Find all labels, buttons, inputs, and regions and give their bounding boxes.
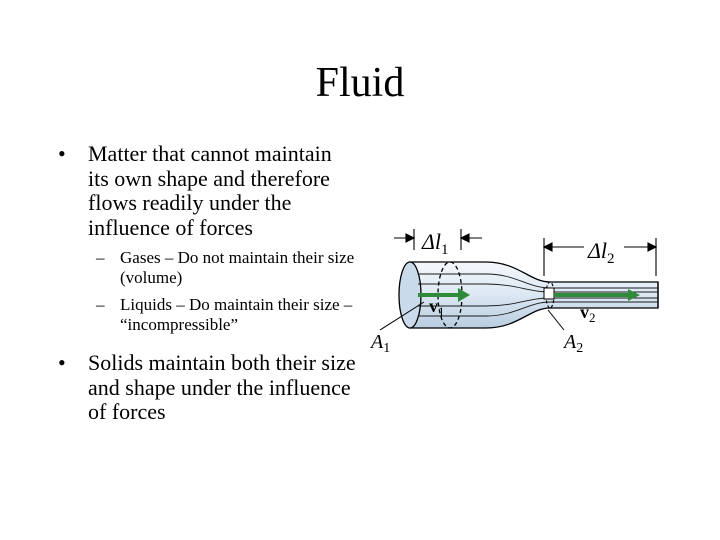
- section-box: [543, 287, 555, 300]
- flow-arrow-v2: [554, 289, 640, 301]
- bullet-marker: •: [58, 350, 66, 375]
- sub-bullet-marker: –: [96, 248, 105, 267]
- label-v1: v1: [429, 296, 445, 319]
- sub-bullet-list: – Gases – Do not maintain their size (vo…: [58, 248, 358, 335]
- bullet-list: • Matter that cannot maintain its own sh…: [58, 141, 358, 425]
- sub-bullet-item: – Gases – Do not maintain their size (vo…: [58, 248, 358, 288]
- label-v2: v2: [580, 302, 596, 325]
- sub-bullet-item: – Liquids – Do maintain their size – “in…: [58, 295, 358, 335]
- sub-bullet-marker: –: [96, 295, 105, 314]
- label-delta-l2: Δl2: [587, 238, 615, 267]
- label-delta-l1: Δl1: [421, 229, 449, 258]
- label-a2: A2: [562, 331, 583, 356]
- bullet-text: Matter that cannot maintain its own shap…: [88, 141, 332, 240]
- sub-bullet-text: Liquids – Do maintain their size – “inco…: [120, 295, 353, 334]
- leader-a1: [379, 301, 425, 331]
- dimension-dl2: [542, 238, 658, 276]
- sub-bullet-text: Gases – Do not maintain their size (volu…: [120, 248, 355, 287]
- bullet-item: • Solids maintain both their size and sh…: [58, 350, 358, 425]
- flow-arrow-v1: [418, 288, 470, 302]
- slide-title: Fluid: [315, 60, 405, 106]
- leader-a2: [547, 309, 565, 331]
- fluid-flow-diagram: Δl1 Δl2 v1 v2 A1 A2: [368, 224, 668, 364]
- bullet-text: Solids maintain both their size and shap…: [88, 350, 356, 424]
- bullet-marker: •: [58, 141, 66, 166]
- pipe-opening: [398, 261, 422, 329]
- bullet-item: • Matter that cannot maintain its own sh…: [58, 141, 358, 240]
- dimension-dl1: [394, 229, 482, 250]
- label-a1: A1: [369, 331, 390, 356]
